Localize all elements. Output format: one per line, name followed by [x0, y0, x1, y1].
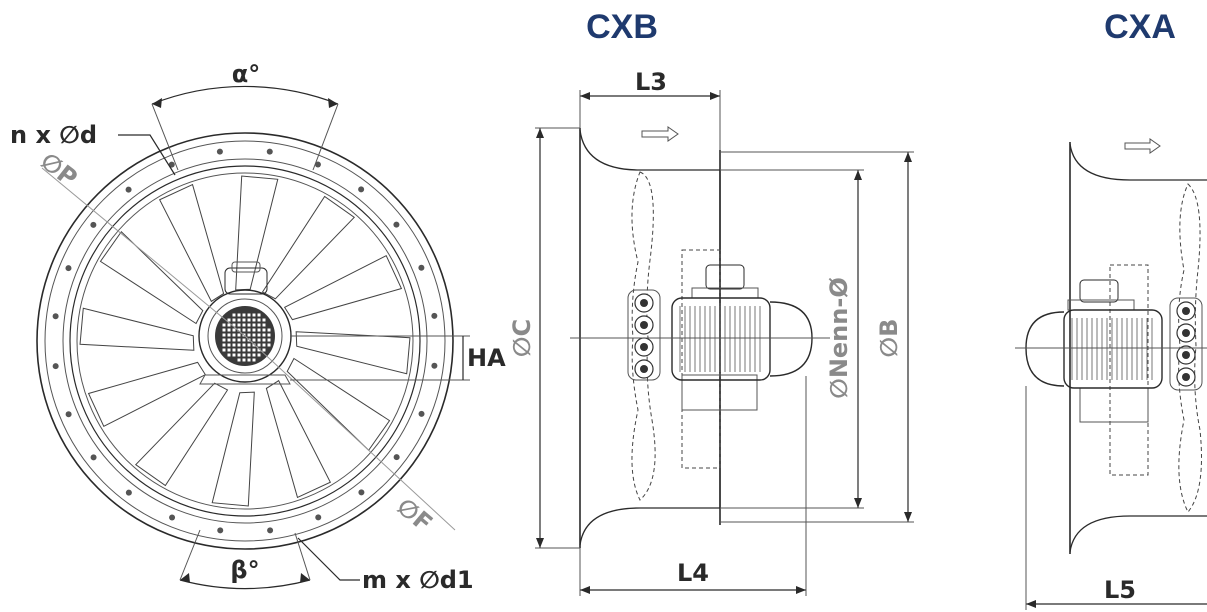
cxb-blade [627, 171, 661, 501]
cxb-l4-dimension: L4 [579, 376, 807, 596]
front-view-housing [36, 132, 454, 550]
shaft-height-dimension: HA [290, 335, 506, 381]
cxb-motor [671, 264, 813, 381]
cxb-c-label: ∅C [508, 319, 536, 357]
cxb-l3-dimension: L3 [579, 68, 721, 150]
cxb-c-dimension: ∅C [508, 127, 580, 549]
front-view-bolt-holes [52, 148, 438, 534]
front-view-blades [79, 175, 411, 507]
flange-diameter-dimension: ∅F [244, 335, 456, 538]
bolt-holes-bottom-callout: m x ∅d1 [297, 537, 474, 594]
cxb-b-label: ∅B [875, 319, 903, 358]
cxa-title: CXA [1104, 8, 1176, 46]
cxa-blade [1169, 183, 1203, 513]
shaft-height-label: HA [467, 344, 506, 372]
cxb-nenn-label: ∅Nenn-Ø [825, 277, 853, 398]
cxa-l5-dimension: L5 [1025, 386, 1207, 610]
cxa-side-view: CXA L5 [1015, 8, 1207, 610]
flange-diameter-label: ∅F [391, 492, 437, 537]
front-view-motor [198, 261, 292, 385]
beta-label: β° [230, 556, 259, 584]
cxb-b-dimension: ∅B [720, 151, 914, 523]
beta-dimension: β° [179, 529, 311, 590]
cxb-l3-label: L3 [635, 68, 667, 96]
bolt-holes-top-label: n x ∅d [10, 121, 97, 149]
cxb-airflow-arrow [641, 126, 679, 142]
cxa-bracket [1079, 264, 1149, 476]
cxb-nenn-dimension: ∅Nenn-Ø [720, 169, 864, 509]
alpha-label: α° [232, 60, 261, 88]
cxa-airflow-arrow [1124, 138, 1161, 154]
cxa-motor [1025, 279, 1163, 389]
cxb-title: CXB [586, 8, 658, 46]
bolt-holes-bottom-label: m x ∅d1 [362, 566, 474, 594]
bolt-holes-top-callout: n x ∅d [10, 121, 176, 176]
cxa-l5-label: L5 [1104, 576, 1136, 604]
pitch-diameter-label: ∅P [35, 147, 82, 193]
front-view: α° β° n x ∅d m x ∅d1 ∅P ∅F [10, 60, 506, 594]
cxb-side-view: CXB [508, 8, 914, 596]
pitch-diameter-dimension: ∅P [35, 147, 246, 337]
alpha-dimension: α° [151, 60, 339, 171]
cxb-l4-label: L4 [677, 559, 709, 587]
